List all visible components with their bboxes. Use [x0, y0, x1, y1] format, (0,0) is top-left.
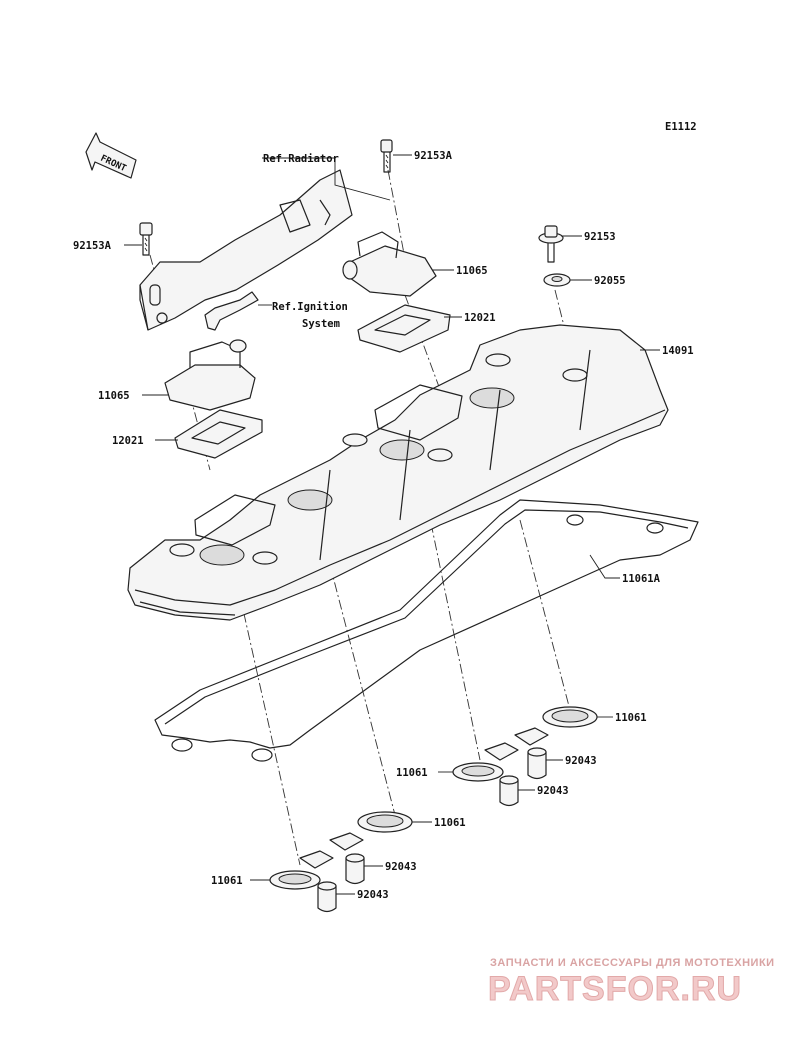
- callout-11061-a: 11061: [615, 712, 647, 724]
- sleeve-a: [527, 747, 547, 780]
- sleeve-c: [345, 853, 365, 885]
- leader-lines: [124, 154, 660, 895]
- watermark-tagline: ЗАПЧАСТИ И АКСЕССУАРЫ ДЛЯ МОТОТЕХНИКИ: [490, 957, 775, 969]
- breather-cover-right: [342, 231, 437, 297]
- ref-ignition-label-2: System: [302, 318, 340, 330]
- callout-92043-b: 92043: [537, 785, 569, 797]
- callout-11061-c: 11061: [434, 817, 466, 829]
- callout-92043-d: 92043: [357, 889, 389, 901]
- sleeve-d: [317, 881, 337, 913]
- callout-92153a-top: 92153A: [414, 150, 453, 162]
- ref-ignition-label: Ref.Ignition: [272, 301, 348, 313]
- plate-left: [174, 409, 263, 459]
- callout-11065-right: 11065: [456, 265, 488, 277]
- callout-92153a-left: 92153A: [73, 240, 112, 252]
- breather-cover-left: [164, 339, 256, 411]
- callout-92055: 92055: [594, 275, 626, 287]
- callout-12021-left: 12021: [112, 435, 144, 447]
- watermark-brand: PARTSFOR.RU: [488, 970, 742, 1008]
- plug-gasket-b: [452, 742, 519, 782]
- plug-gasket-c: [329, 811, 413, 851]
- callout-92043-a: 92043: [565, 755, 597, 767]
- ignition-bracket: [204, 291, 259, 331]
- callout-11061-d: 11061: [211, 875, 243, 887]
- callout-11061a: 11061A: [622, 573, 661, 585]
- callout-12021-right: 12021: [464, 312, 496, 324]
- diagram-code: E1112: [665, 121, 697, 133]
- head-cover-gasket: [154, 499, 699, 762]
- callout-11065-left: 11065: [98, 390, 130, 402]
- plug-gasket-a: [514, 706, 598, 746]
- plate-right: [357, 304, 451, 353]
- bolt-92153a-left: [139, 222, 153, 256]
- callout-14091: 14091: [662, 345, 694, 357]
- washer-92055: [543, 273, 571, 287]
- bolt-92153a-top: [380, 139, 393, 173]
- front-arrow-icon: FRONT: [85, 132, 137, 179]
- plug-gasket-d: [269, 850, 334, 890]
- sleeve-b: [499, 775, 519, 807]
- callout-92153: 92153: [584, 231, 616, 243]
- callout-11061-b: 11061: [396, 767, 428, 779]
- ref-radiator-label: Ref.Radiator: [263, 153, 339, 165]
- cylinder-head-cover: [127, 324, 669, 621]
- bolt-92153-right: [538, 225, 564, 263]
- radiator-bracket: [139, 169, 353, 331]
- callout-92043-c: 92043: [385, 861, 417, 873]
